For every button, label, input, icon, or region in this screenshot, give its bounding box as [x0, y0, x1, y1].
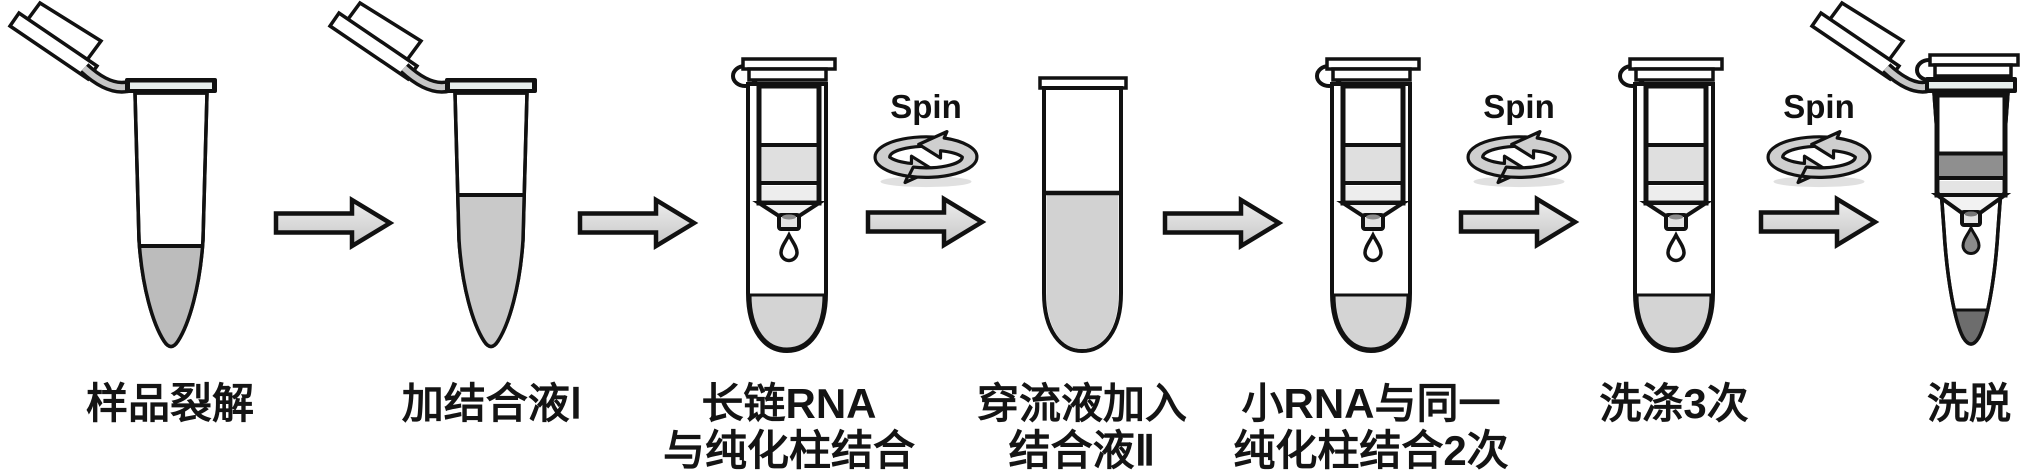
- droplet-icon: [1666, 231, 1686, 263]
- open-cap-lip: [1809, 10, 1902, 82]
- matrix-band: [762, 147, 816, 181]
- spin-label: Spin: [1783, 88, 1855, 125]
- step-label: 长链RNA 与纯化柱结合: [559, 380, 1019, 475]
- step-label-line: 穿流液加入: [976, 380, 1187, 427]
- flowthrough-pool: [748, 293, 826, 351]
- spin-step: Spin: [1753, 90, 1885, 249]
- elution-tube: [1798, 0, 2028, 360]
- open-cap-lip: [327, 10, 420, 82]
- spin-step: Spin: [1453, 90, 1585, 249]
- open-cap-lip: [7, 10, 100, 82]
- step-label-line: 洗涤3次: [1599, 380, 1749, 427]
- step-label-line: 结合液Ⅱ: [1008, 427, 1156, 475]
- droplet-icon: [779, 231, 799, 263]
- matrix-band-light: [762, 186, 816, 200]
- flowthrough-pool: [1635, 293, 1713, 351]
- step-label-line: 与纯化柱结合: [662, 427, 915, 475]
- spin-column-long-rna: [729, 55, 841, 355]
- flowthrough-liquid: [1046, 193, 1119, 349]
- spin-label: Spin: [890, 88, 962, 125]
- flow-arrow-icon: [272, 196, 396, 250]
- matrix-band: [1346, 147, 1400, 181]
- matrix-band: [1649, 147, 1703, 181]
- matrix-band-dark: [1940, 155, 2002, 178]
- spin-column-small-rna: [1313, 55, 1425, 355]
- step-label: 洗脱: [1739, 380, 2028, 427]
- step-label-line: 加结合液Ⅰ: [401, 380, 583, 427]
- step-label: 小RNA与同一 纯化柱结合2次: [1141, 380, 1601, 475]
- matrix-band-light: [1940, 181, 2002, 194]
- flow-arrow-icon: [1758, 195, 1880, 249]
- step-label: 加结合液Ⅰ: [262, 380, 722, 427]
- droplet-icon: [1363, 231, 1383, 263]
- step-label: 穿流液加入 结合液Ⅱ: [852, 380, 1312, 475]
- eluted-rna: [1934, 309, 2008, 344]
- flow-arrow-icon: [1458, 195, 1580, 249]
- flowthrough-tube: [1029, 55, 1139, 355]
- step-label: 样品裂解: [0, 380, 400, 427]
- spin-rotation-icon: [1766, 130, 1872, 188]
- step-label-line: 纯化柱结合2次: [1233, 427, 1509, 475]
- flowthrough-pool: [1332, 293, 1410, 351]
- step-label: 洗涤3次: [1444, 380, 1904, 427]
- spin-label: Spin: [1483, 88, 1555, 125]
- spin-column-wash: [1616, 55, 1728, 355]
- flow-arrow-icon: [1161, 196, 1285, 250]
- step-label-line: 小RNA与同一: [1241, 380, 1501, 427]
- sample-lysis-tube: [0, 0, 240, 360]
- flow-arrow-icon: [865, 195, 987, 249]
- matrix-band-light: [1649, 186, 1703, 200]
- step-label-line: 样品裂解: [85, 380, 254, 427]
- spin-rotation-icon: [1466, 130, 1572, 188]
- step-label-line: 洗脱: [1926, 380, 2011, 427]
- flow-arrow-icon: [576, 196, 700, 250]
- droplet-icon: [1961, 224, 1981, 255]
- binding-buffer-tube: [320, 0, 560, 360]
- spin-rotation-icon: [873, 130, 979, 188]
- step-label-line: 长链RNA: [701, 380, 877, 427]
- matrix-band-light: [1346, 186, 1400, 200]
- spin-step: Spin: [860, 90, 992, 249]
